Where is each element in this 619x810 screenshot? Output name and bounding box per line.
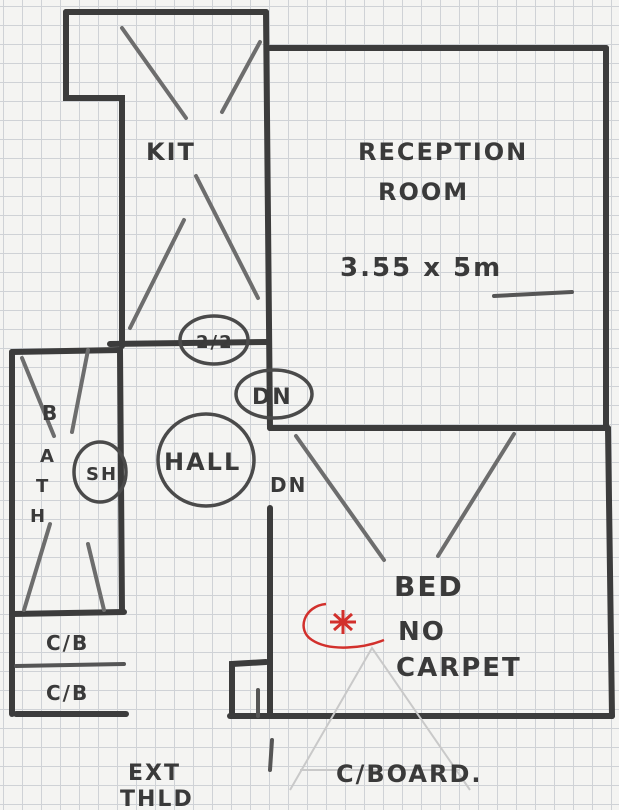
reception-size-label: 3.55 x 5m bbox=[340, 253, 502, 283]
hall-label: HALL bbox=[164, 448, 241, 476]
cb-upper-label: C/B bbox=[46, 631, 89, 655]
wc-label: 2/2 bbox=[196, 332, 234, 353]
dn-upper-circle bbox=[234, 368, 314, 420]
dn-lower-label: DN bbox=[270, 473, 307, 497]
ext-label-line1: EXT bbox=[128, 761, 181, 786]
dn-upper-label: DN bbox=[252, 385, 293, 410]
room-labels: KIT RECEPTION ROOM 3.55 x 5m 2/2 DN HALL… bbox=[30, 138, 528, 810]
bed-label: BED bbox=[394, 570, 464, 603]
bath-letter-t: T bbox=[36, 476, 50, 497]
reception-label-line2: ROOM bbox=[378, 178, 469, 206]
no-carpet-line2: CARPET bbox=[396, 653, 522, 683]
bath-letter-h: H bbox=[30, 506, 47, 527]
kitchen-label: KIT bbox=[146, 138, 196, 166]
circle-markers bbox=[72, 314, 314, 508]
ext-label-line2: THLD bbox=[120, 787, 194, 810]
cboard-outline bbox=[289, 646, 471, 791]
no-carpet-line1: NO bbox=[398, 617, 446, 647]
hall-circle bbox=[156, 412, 256, 508]
diagonal-markings bbox=[20, 26, 574, 612]
cboard-label: C/BOARD. bbox=[336, 760, 483, 788]
reception-label-line1: RECEPTION bbox=[358, 138, 528, 166]
bath-letter-a: A bbox=[40, 446, 56, 467]
cb-lower-label: C/B bbox=[46, 681, 89, 705]
walls bbox=[9, 9, 615, 772]
bath-letter-b: B bbox=[42, 401, 59, 425]
wc-circle bbox=[178, 314, 250, 366]
red-marker bbox=[302, 602, 385, 649]
sh-label: SH bbox=[86, 464, 118, 485]
sh-circle bbox=[72, 440, 128, 504]
